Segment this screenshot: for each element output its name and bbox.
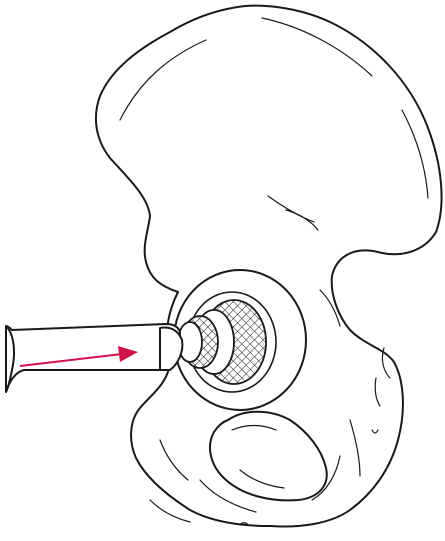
hip-bone	[96, 6, 442, 527]
